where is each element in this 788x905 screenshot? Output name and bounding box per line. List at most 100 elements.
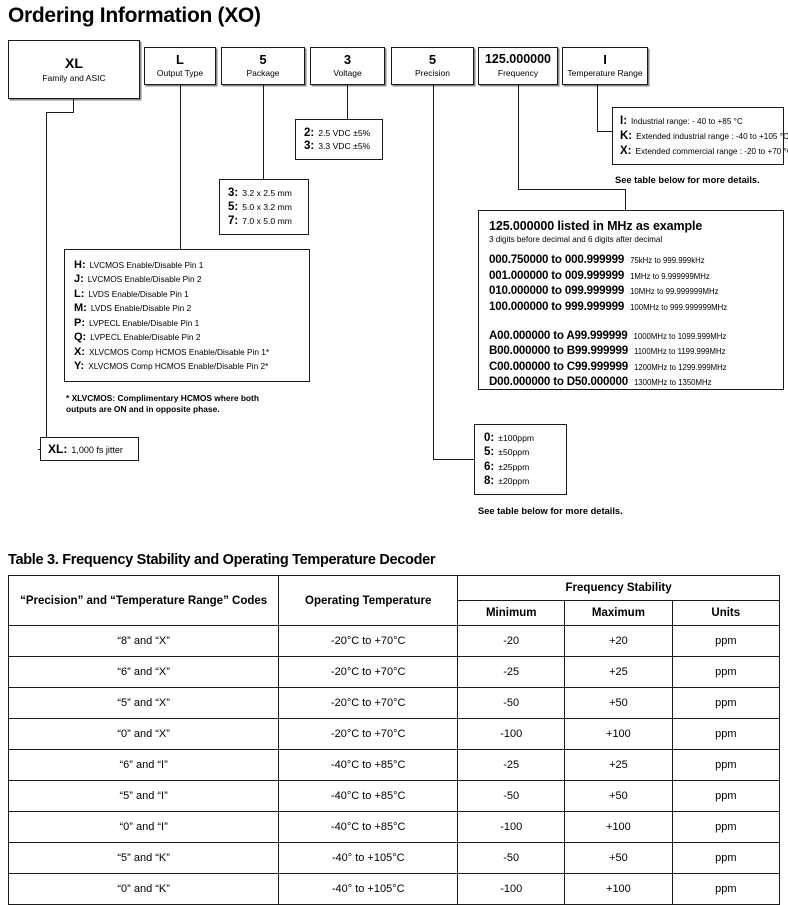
connector-frequency-horizontal (518, 189, 626, 190)
output-option-row: J: LVCMOS Enable/Disable Pin 2 (74, 273, 300, 285)
callout-temperature-range: I: Industrial range: - 40 to +85 °C K: E… (612, 107, 784, 165)
cell-minimum: -20 (458, 626, 565, 657)
code-value-frequency: 125.000000 (485, 53, 551, 67)
package-option-key: 5: (228, 201, 238, 213)
output-option-key: Q: (74, 331, 86, 343)
code-value-output-type: L (176, 53, 184, 67)
cell-operating-temperature: -40° to +105°C (279, 874, 458, 905)
output-option-key: H: (74, 259, 86, 271)
frequency-range-code: 100.000000 to 999.999999 (489, 300, 624, 313)
code-box-frequency[interactable]: 125.000000 Frequency (478, 47, 558, 85)
temperature-option-desc: Extended industrial range : -40 to +105 … (636, 132, 788, 141)
package-option-row: 7: 7.0 x 5.0 mm (228, 215, 300, 227)
code-box-temperature-range[interactable]: I Temperature Range (562, 47, 648, 85)
table-row: “5” and “I” -40°C to +85°C -50 +50 ppm (9, 781, 780, 812)
header-maximum: Maximum (565, 601, 672, 626)
frequency-range-row: C00.000000 to C99.999999 1200MHz to 1299… (489, 360, 773, 373)
precision-option-desc: ±100ppm (498, 433, 534, 443)
see-table-note-precision: See table below for more details. (478, 506, 623, 516)
frequency-range-code: 010.000000 to 099.999999 (489, 284, 624, 297)
frequency-range-note: 1200MHz to 1299.999MHz (634, 363, 727, 372)
connector-precision-horizontal (433, 459, 475, 460)
precision-option-row: 6: ±25ppm (484, 461, 557, 473)
cell-minimum: -100 (458, 719, 565, 750)
jitter-key: XL: (48, 442, 67, 456)
cell-units: ppm (672, 750, 779, 781)
output-option-row: Y: XLVCMOS Comp HCMOS Enable/Disable Pin… (74, 360, 300, 372)
table-row: “6” and “I” -40°C to +85°C -25 +25 ppm (9, 750, 780, 781)
connector-frequency-vertical-2 (625, 189, 626, 211)
footnote-xlvcmos: * XLVCMOS: Complimentary HCMOS where bot… (66, 393, 259, 416)
connector-family-vertical-1 (73, 99, 74, 113)
frequency-range-row: D00.000000 to D50.000000 1300MHz to 1350… (489, 375, 773, 388)
precision-option-desc: ±20ppm (498, 476, 529, 486)
cell-units: ppm (672, 688, 779, 719)
cell-maximum: +50 (565, 688, 672, 719)
package-option-key: 3: (228, 187, 238, 199)
code-label-package: Package (246, 69, 279, 78)
jitter-row: XL: 1,000 fs jitter (48, 442, 131, 456)
frequency-range-row: 000.750000 to 000.999999 75kHz to 999.99… (489, 253, 773, 266)
cell-units: ppm (672, 781, 779, 812)
table-row: “6” and “X” -20°C to +70°C -25 +25 ppm (9, 657, 780, 688)
header-minimum: Minimum (458, 601, 565, 626)
output-option-desc: LVDS Enable/Disable Pin 2 (91, 303, 191, 313)
temperature-option-key: K: (620, 130, 632, 142)
temperature-option-key: X: (620, 145, 632, 157)
cell-minimum: -100 (458, 812, 565, 843)
precision-option-key: 8: (484, 475, 494, 487)
cell-maximum: +100 (565, 812, 672, 843)
frequency-range-code: C00.000000 to C99.999999 (489, 360, 628, 373)
output-option-desc: LVCMOS Enable/Disable Pin 1 (90, 260, 204, 270)
output-option-row: L: LVDS Enable/Disable Pin 1 (74, 288, 300, 300)
cell-operating-temperature: -20°C to +70°C (279, 657, 458, 688)
frequency-range-row: 100.000000 to 999.999999 100MHz to 999.9… (489, 300, 773, 313)
package-option-desc: 3.2 x 2.5 mm (242, 188, 292, 198)
table-row: “0” and “X” -20°C to +70°C -100 +100 ppm (9, 719, 780, 750)
frequency-range-code: D00.000000 to D50.000000 (489, 375, 628, 388)
cell-operating-temperature: -20°C to +70°C (279, 626, 458, 657)
code-value-voltage: 3 (344, 53, 351, 67)
package-option-desc: 5.0 x 3.2 mm (242, 202, 292, 212)
cell-operating-temperature: -20°C to +70°C (279, 688, 458, 719)
output-option-row: P: LVPECL Enable/Disable Pin 1 (74, 317, 300, 329)
code-box-family[interactable]: XL Family and ASIC (8, 40, 140, 99)
cell-minimum: -100 (458, 874, 565, 905)
code-box-voltage[interactable]: 3 Voltage (310, 47, 385, 85)
header-units: Units (672, 601, 779, 626)
precision-option-desc: ±25ppm (498, 462, 529, 472)
temperature-option-row: I: Industrial range: - 40 to +85 °C (620, 115, 776, 127)
frequency-range-row: 010.000000 to 099.999999 10MHz to 99.999… (489, 284, 773, 297)
code-box-package[interactable]: 5 Package (221, 47, 305, 85)
table-title: Table 3. Frequency Stability and Operati… (8, 552, 435, 568)
cell-codes: “6” and “I” (9, 750, 279, 781)
table-row: “0” and “K” -40° to +105°C -100 +100 ppm (9, 874, 780, 905)
connector-package-vertical (263, 85, 264, 179)
package-option-row: 3: 3.2 x 2.5 mm (228, 187, 300, 199)
frequency-range-note: 100MHz to 999.999999MHz (630, 303, 727, 312)
cell-operating-temperature: -20°C to +70°C (279, 719, 458, 750)
table-row: “5” and “X” -20°C to +70°C -50 +50 ppm (9, 688, 780, 719)
output-option-key: Y: (74, 360, 84, 372)
temperature-option-desc: Extended commercial range : -20 to +70 °… (636, 147, 788, 156)
cell-minimum: -25 (458, 657, 565, 688)
code-box-output-type[interactable]: L Output Type (144, 47, 216, 85)
jitter-desc: 1,000 fs jitter (71, 445, 123, 455)
callout-voltage: 2: 2.5 VDC ±5% 3: 3.3 VDC ±5% (295, 119, 383, 160)
frequency-range-note: 10MHz to 99.999999MHz (630, 287, 718, 296)
code-box-precision[interactable]: 5 Precision (391, 47, 474, 85)
cell-codes: “0” and “I” (9, 812, 279, 843)
frequency-range-note: 1300MHz to 1350MHz (634, 378, 712, 387)
frequency-range-note: 75kHz to 999.999kHz (630, 256, 705, 265)
cell-maximum: +50 (565, 781, 672, 812)
table-header-row-1: “Precision” and “Temperature Range” Code… (9, 576, 780, 601)
package-option-key: 7: (228, 215, 238, 227)
cell-codes: “0” and “X” (9, 719, 279, 750)
voltage-option-desc: 2.5 VDC ±5% (318, 128, 370, 138)
cell-codes: “5” and “X” (9, 688, 279, 719)
voltage-option-key: 3: (304, 140, 314, 152)
cell-minimum: -50 (458, 688, 565, 719)
output-option-row: M: LVDS Enable/Disable Pin 2 (74, 302, 300, 314)
table-row: “0” and “I” -40°C to +85°C -100 +100 ppm (9, 812, 780, 843)
temperature-option-key: I: (620, 115, 627, 127)
